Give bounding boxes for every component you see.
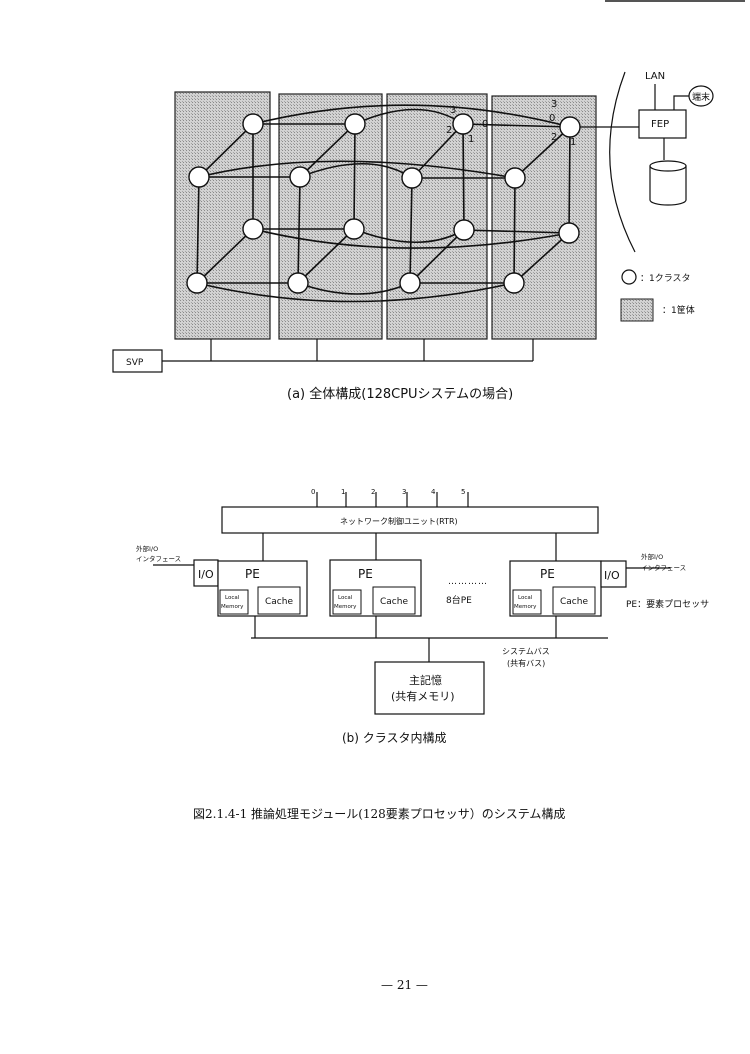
rtr-port-label: 5	[461, 488, 465, 496]
pe-label: PE	[358, 567, 373, 581]
page-top-rule	[605, 0, 745, 2]
pe-unit-2: PE Local Memory Cache	[329, 559, 422, 617]
local-memory-label: Memory	[514, 604, 537, 610]
system-bus-label-2: (共有バス)	[507, 658, 545, 668]
cache-label: Cache	[560, 597, 588, 607]
cache-label: Cache	[380, 597, 408, 607]
svp-bus	[162, 339, 534, 362]
rtr-pe-links	[262, 533, 557, 561]
rtr-port-label: 4	[431, 488, 436, 496]
cluster-node	[559, 116, 581, 138]
caption-b: (b) クラスタ内構成	[342, 731, 447, 745]
port-label: 3	[551, 99, 557, 110]
legend: ：1クラスタ ：1筐体	[620, 269, 695, 322]
figure-caption: 図2.1.4-1 推論処理モジュール(128要素プロセッサ）のシステム構成	[193, 806, 565, 821]
cluster-node	[558, 222, 580, 244]
port-label: 3	[450, 105, 456, 116]
lan-label: LAN	[645, 71, 665, 82]
main-memory-box	[374, 661, 485, 715]
cluster-node	[188, 166, 210, 188]
ext-io-right-label-2: インタフェース	[641, 563, 686, 572]
cluster-node	[289, 166, 311, 188]
rtr-port-label: 2	[371, 488, 375, 496]
pe-ellipsis: …………	[448, 577, 488, 587]
port-label: 0	[482, 119, 488, 130]
rtr-port-label: 3	[402, 488, 406, 496]
pe-count-label: 8台PE	[446, 594, 472, 606]
local-memory-label: Memory	[334, 604, 357, 610]
rtr-port-label: 1	[341, 488, 345, 496]
io-label-right: I/O	[604, 569, 620, 582]
ext-io-left-label-2: インタフェース	[136, 554, 181, 563]
legend-cabinet-icon	[620, 298, 654, 322]
system-bus	[251, 616, 608, 662]
rtr-port-label: 0	[311, 488, 315, 496]
cluster-node	[399, 272, 421, 294]
io-label-left: I/O	[198, 568, 214, 581]
main-memory-label-1: 主記憶	[409, 673, 442, 687]
port-label: 0	[549, 113, 555, 124]
boundary-arc	[609, 71, 636, 253]
pe-unit-3: PE Local Memory Cache	[509, 560, 602, 617]
cabinet-3	[386, 93, 488, 340]
svp-label: SVP	[126, 358, 144, 368]
terminal-node	[688, 85, 714, 107]
io-box-right	[600, 560, 627, 588]
legend-cabinet-label: ：1筐体	[662, 304, 695, 316]
cluster-node	[453, 219, 475, 241]
system-bus-label-1: システムバス	[502, 647, 550, 656]
cluster-node	[242, 218, 264, 240]
port-label: 2	[446, 125, 452, 136]
cluster-node	[242, 113, 264, 135]
cluster-nodes	[186, 113, 581, 294]
legend-cluster-icon	[621, 269, 637, 285]
local-memory-label: Local	[518, 595, 533, 601]
local-memory-label: Memory	[221, 604, 244, 610]
cluster-node	[186, 272, 208, 294]
rtr-ports	[316, 492, 469, 507]
cabinet-2	[278, 93, 383, 340]
cluster-node	[503, 272, 525, 294]
pe-definition: PE：要素プロセッサ	[626, 598, 709, 610]
cluster-node	[452, 113, 474, 135]
rtr-label: ネットワーク制御ユニット(RTR)	[340, 516, 458, 526]
local-memory-label: Local	[338, 595, 353, 601]
cluster-node	[287, 272, 309, 294]
disk-icon	[649, 160, 687, 206]
cabinet-4	[491, 95, 597, 340]
port-label: 1	[570, 137, 576, 148]
port-labels: 3 2 0 1 3 0 2 1	[446, 99, 576, 148]
cluster-node	[343, 218, 365, 240]
pe-unit-1: PE Local Memory Cache	[217, 560, 308, 617]
ext-io-left-label-1: 外部I/O	[136, 544, 158, 553]
terminal-label: 端末	[692, 91, 710, 103]
rtr-box	[221, 506, 599, 534]
caption-a: (a) 全体構成(128CPUシステムの場合)	[287, 386, 513, 402]
port-label: 1	[468, 134, 474, 145]
ext-io-right-label-1: 外部I/O	[641, 552, 663, 561]
port-label: 2	[551, 132, 557, 143]
cluster-node	[401, 167, 423, 189]
cache-label: Cache	[265, 597, 293, 607]
figure-a: 3 2 0 1 3 0 2 1 FEP LAN 端末 ：1クラスタ	[112, 71, 714, 402]
fep-box	[638, 109, 687, 139]
figure-b: 0 1 2 3 4 5 ネットワーク制御ユニット(RTR) 外部I/O インタフ…	[136, 488, 709, 745]
local-memory-label: Local	[225, 595, 240, 601]
pe-label: PE	[245, 567, 260, 581]
cube-links	[196, 104, 571, 303]
legend-cluster-label: ：1クラスタ	[640, 273, 691, 284]
page-number: — 21 —	[381, 978, 428, 992]
fep-label: FEP	[651, 119, 669, 130]
cluster-node	[344, 113, 366, 135]
main-memory-label-2: (共有メモリ)	[391, 689, 455, 703]
rtr-port-labels: 0 1 2 3 4 5	[311, 488, 465, 496]
cluster-node	[504, 167, 526, 189]
pe-label: PE	[540, 567, 555, 581]
